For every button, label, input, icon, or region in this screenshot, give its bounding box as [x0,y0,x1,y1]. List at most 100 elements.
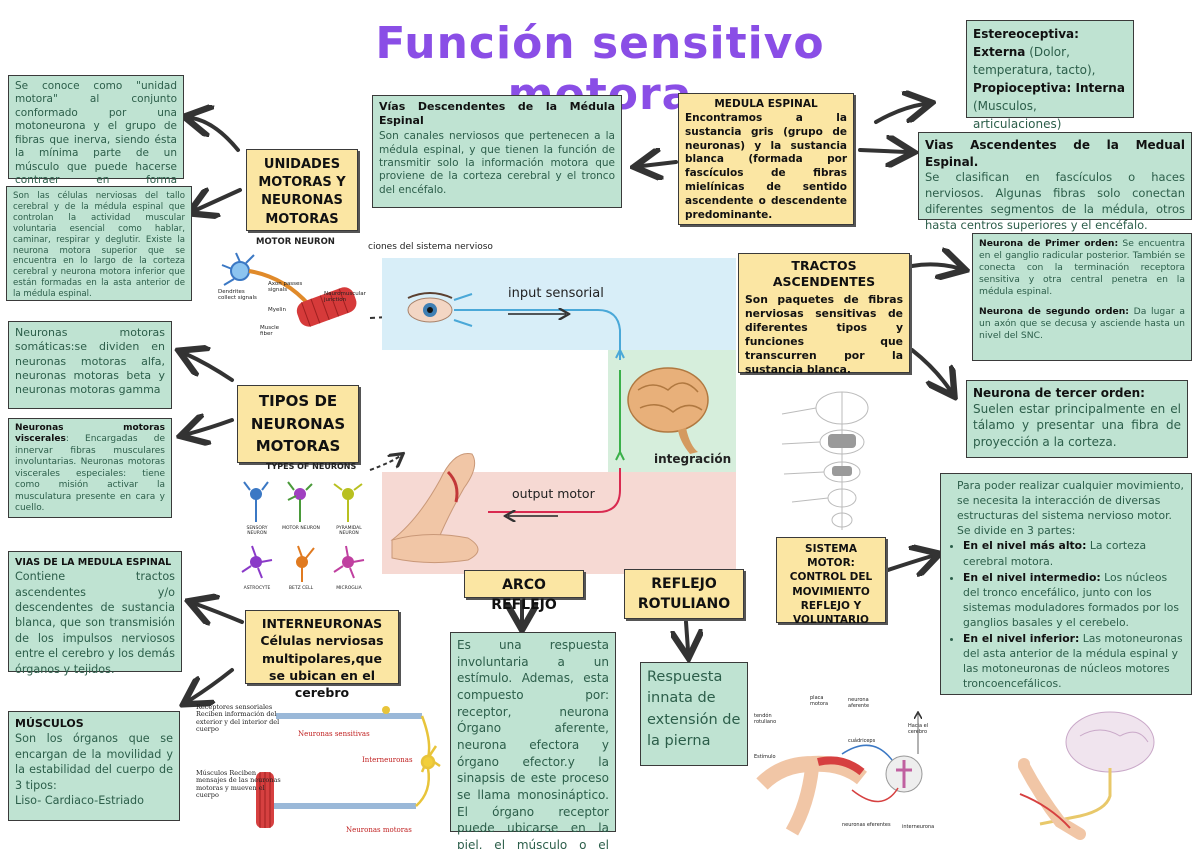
musculos-fig-label: Músculos Reciben mensajes de las neurona… [196,769,281,800]
tractos-ascendentes-box: TRACTOS ASCENDENTES Son paquetes de fibr… [738,253,910,376]
neuronas-somaticas-box: Neuronas motoras somáticas:se dividen en… [8,321,172,409]
type-sensory: SENSORY NEURON [246,526,268,536]
arrow-tipos-up [186,354,234,382]
medula-espinal-box: MEDULA ESPINAL Encontramos a la sustanci… [678,93,854,225]
receptores-label: Receptores sensoriales Reciben informaci… [196,703,280,734]
muscle-label: Muscle fiber [260,325,280,338]
type-microglia: MICROGLIA [336,586,362,591]
neuronas-viscerales-box: Neuronas motoras viscerales: Encargadas … [8,418,172,518]
reflejo-rotuliano-label: REFLEJO ROTULIANO [624,569,744,619]
estereo-propio-detail: (Musculos, articulaciones) [973,99,1062,131]
primer-orden-heading: Neurona de Primer orden: [979,238,1119,249]
motor-neuron-title: MOTOR NEURON [256,237,335,247]
estereo-externa: Externa [973,45,1026,59]
medula-body: Encontramos a la sustancia gris (grupo d… [685,111,847,221]
knee-reflex-figure: tendón rotuliano placa motora neurona af… [752,694,942,840]
nivel-alto: En el nivel más alto: La corteza cerebra… [963,538,1185,568]
arrow-unidades-down [196,190,242,210]
type-motor: MOTOR NEURON [282,526,320,531]
reflejo-rotuliano-box: Respuesta innata de extensión de la pier… [640,662,748,766]
interneuronas-label: INTERNEURONAS Células nerviosas multipol… [245,610,399,700]
neurona-orden-box: Neurona de Primer orden: Se encuentra en… [972,233,1192,361]
output-motor-label: output motor [512,486,595,501]
vias-medula-heading: VIAS DE LA MEDULA ESPINAL [15,557,172,568]
arrow-inter-down [190,668,234,700]
motor-neuron-illustration [221,252,357,327]
arrow-sismotor [886,556,932,570]
vias-ascendentes-box: Vias Ascendentes de la Medual Espinal. S… [918,132,1192,232]
brain-arm-figure [1018,711,1155,840]
vias-medula-body: Contiene tractos ascendentes y/o descend… [15,570,175,676]
neuronas-eferentes-label: neuronas eferentes [842,822,891,828]
arrow-rot-down [686,620,688,650]
types-of-neurons-figure: TYPES OF NEURONS SENSORY NEURON MOTOR NE… [236,462,376,602]
spinal-cord-figure [781,391,869,530]
type-betz: BETZ CELL [288,586,314,591]
sistema-motor-label: SISTEMA MOTOR: CONTROL DEL MOVIMIENTO RE… [776,537,886,626]
arrow-unidades-up [192,118,240,152]
type-astrocyte: ASTROCYTE [243,586,271,591]
tipos-neuronas-label: TIPOS DE NEURONAS MOTORAS [237,385,359,463]
arco-reflejo-label: ARCO REFLEJO [464,570,584,613]
estereo-externa-detail: (Dolor, temperatura, tacto), [973,45,1096,77]
motor-neuron-figure: MOTOR NEURON Dendrites collect signals A… [214,235,366,355]
tractos-body: Son paquetes de fibras nerviosas sensiti… [745,292,903,376]
axon-label: Axon passes signals [268,281,303,294]
sistema-nervioso-diagram: ciones del sistema nervioso input sensor… [368,240,736,574]
types-title: TYPES OF NEURONS [266,462,357,471]
placa-label: placa motora [810,695,829,707]
neuronas-motoras-fig-label: Neuronas motoras [346,826,412,834]
diagram-title-fragment: ciones del sistema nervioso [368,242,493,252]
segundo-orden-heading: Neurona de segundo orden: [979,305,1129,317]
type-pyramidal: PYRAMIDAL NEURON [336,526,362,536]
interneuronas-fig-label: Interneuronas [362,756,413,764]
segundo-orden-body: Da lugar a un axón que se decusa y ascie… [979,305,1185,341]
nmj-label: Neuromuscular junction [324,291,366,304]
sistema-motor-intro: Para poder realizar cualquier movimiento… [957,479,1184,538]
nivel-inferior: En el nivel inferior: Las motoneuronas d… [963,631,1185,691]
viscerales-heading: Neuronas motoras viscerales [15,423,165,445]
musculos-tipos: Liso- Cardiaco-Estriado [15,793,144,807]
arrow-tipos-down [188,420,234,434]
arrow-tractos-right [910,264,958,268]
vias-descendentes-box: Vías Descendentes de la Médula Espinal S… [372,95,622,208]
vias-medula-box: VIAS DE LA MEDULA ESPINAL Contiene tract… [8,551,182,676]
tercer-orden-box: Neurona de tercer orden: Suelen estar pr… [966,380,1188,458]
nivel-intermedio: En el nivel intermedio: Los núcleos del … [963,570,1185,630]
receptores-illustration [256,706,441,828]
hacia-cerebro-label: Hacia el cerebro [908,723,929,735]
dendrites-label: Dendrites collect signals [218,289,257,302]
unidad-motora-definition: Se conoce como "unidad motora" al conjun… [8,75,184,200]
integracion-label: integración [654,452,732,466]
arrow-medula-up [874,104,924,124]
vias-descendentes-heading: Vías Descendentes de la Médula Espinal [379,100,615,128]
musculos-body: Son los órganos que se encargan de la mo… [15,732,173,792]
tendon-label: tendón rotuliano [754,713,777,725]
estimulo-label: Estímulo [754,754,776,760]
receptores-figure: Receptores sensoriales Reciben informaci… [196,702,446,842]
diagram-drawing [390,292,709,564]
interneurona-label: interneurona [902,824,935,830]
knee-reflex-illustration [756,694,923,836]
viscerales-body: : Encargadas de innervar fibras muscular… [15,434,165,513]
estereoceptiva-box: Estereoceptiva: Externa (Dolor, temperat… [966,20,1134,131]
arrow-medula-left [642,162,678,166]
unidades-motoras-label: UNIDADES MOTORAS Y NEURONAS MOTORAS [246,149,358,231]
neuronas-sensitivas-label: Neuronas sensitivas [298,730,370,738]
neuronas-motoras-definition: Son las células nerviosas del tallo cere… [6,186,192,301]
vias-ascendentes-heading: Vias Ascendentes de la Medual Espinal. [925,138,1185,169]
musculos-heading: MÚSCULOS [15,717,84,730]
musculos-box: MÚSCULOS Son los órganos que se encargan… [8,711,180,821]
vias-ascendentes-body: Se clasifican en fascículos o haces nerv… [925,170,1185,232]
tractos-label: TRACTOS ASCENDENTES [772,258,876,290]
estereo-propio: Propioceptiva: Interna [973,81,1125,95]
cuadriceps-label: cuádriceps [848,738,876,744]
tercer-orden-body: Suelen estar principalmente en el tálamo… [973,402,1181,449]
tercer-orden-heading: Neurona de tercer orden: [973,386,1145,400]
types-neurons-illustration [241,481,365,582]
input-sensorial-label: input sensorial [508,286,604,301]
vias-descendentes-body: Son canales nerviosos que pertenecen a l… [379,130,615,196]
myelin-label: Myelin [268,307,286,313]
niveles-list: En el nivel más alto: La corteza cerebra… [963,538,1185,691]
